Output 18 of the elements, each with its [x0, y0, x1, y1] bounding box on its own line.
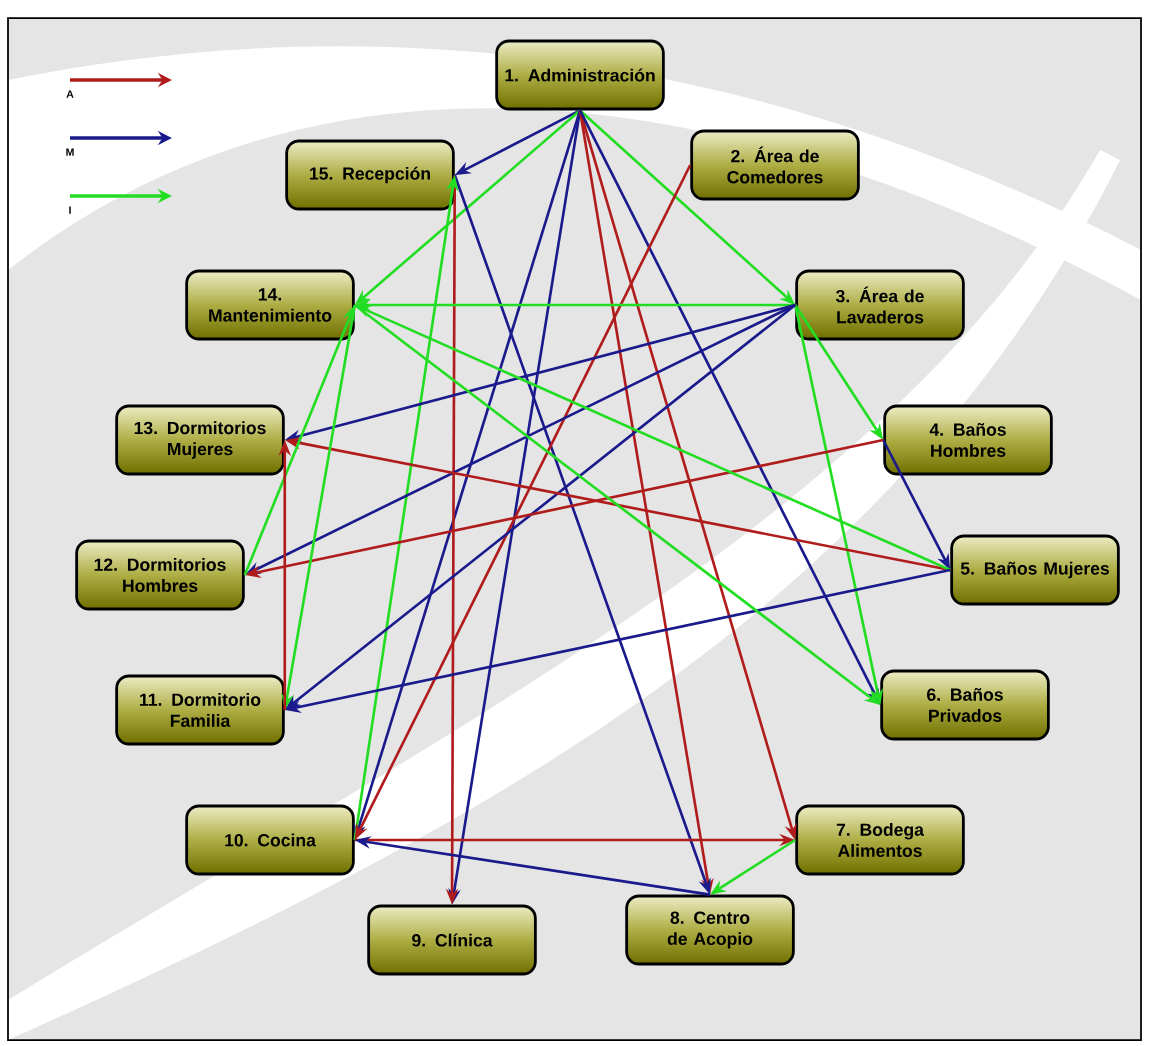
process-box: 3. Área de Lavaderos: [795, 269, 965, 341]
process-box: 7. Bodega Alimentos: [795, 804, 965, 876]
process-box: 4. Baños Hombres: [883, 404, 1053, 476]
process-box: 2. Área de Comedores: [690, 129, 860, 201]
process-box: 1. Administración: [495, 39, 665, 111]
legend-label: A: [66, 90, 74, 98]
process-box: 13. Dormitorios Mujeres: [115, 404, 285, 476]
process-box: 5. Baños Mujeres: [950, 534, 1120, 606]
process-box: 11. Dormitorio Familia: [115, 674, 285, 746]
process-box: 14. Mantenimiento: [185, 269, 355, 341]
process-box: 12. Dormitorios Hombres: [75, 539, 245, 611]
process-box: 10. Cocina: [185, 804, 355, 876]
legend-label: I: [69, 206, 71, 214]
process-box: 9. Clínica: [367, 904, 537, 976]
process-box: 15. Recepción: [285, 139, 455, 211]
process-box: 6. Baños Privados: [880, 669, 1050, 741]
legend-label: M: [66, 148, 74, 156]
process-box: 8. Centro de Acopio: [625, 894, 795, 966]
